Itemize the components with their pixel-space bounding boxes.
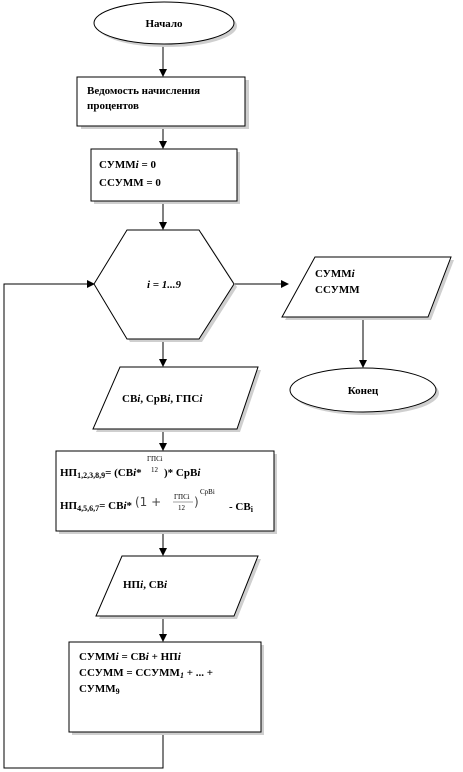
formula-1-12: 12 bbox=[151, 466, 159, 474]
loop-hexagon: i = 1...9 bbox=[93, 229, 237, 342]
formula-2-one: (1 + bbox=[135, 495, 161, 509]
arrow-loop-back bbox=[3, 280, 164, 769]
input-values: СВi, СрВi, ГПСi bbox=[122, 393, 203, 405]
formula-2-close: ) bbox=[194, 495, 199, 509]
init-process-box: СУММi = 0 ССУММ = 0 bbox=[90, 148, 240, 204]
output-parallelogram: НПi, СВi bbox=[95, 555, 261, 619]
formula-2-minus: - СВi bbox=[229, 501, 254, 514]
loop-label: i = 1...9 bbox=[147, 279, 182, 291]
statement-title-line1: Ведомость начисления bbox=[87, 85, 200, 97]
sum-line2: ССУММ = ССУММ1 + ... + bbox=[79, 667, 213, 680]
output-values: НПi, СВi bbox=[123, 579, 168, 591]
formula-2-exponent: СрВi bbox=[200, 488, 215, 496]
formula-1-gps: ГПСi bbox=[147, 455, 163, 463]
sum-process-box: СУММi = СВi + НПi ССУММ = ССУММ1 + ... +… bbox=[68, 641, 264, 735]
input-parallelogram: СВi, СрВi, ГПСi bbox=[92, 366, 261, 432]
formula-2: НП4,5,6,7= СВi* bbox=[60, 500, 133, 513]
sum-line1: СУММi = СВi + НПi bbox=[79, 651, 182, 663]
formula-2-12: 12 bbox=[178, 504, 186, 512]
result-output-parallelogram: СУММi ССУММ bbox=[281, 256, 454, 320]
end-label: Конец bbox=[348, 385, 379, 397]
result-line1: СУММi bbox=[315, 268, 356, 280]
start-label: Начало bbox=[145, 18, 183, 30]
formula-2-gps: ГПСi bbox=[174, 493, 190, 501]
sum-line3: СУММ9 bbox=[79, 683, 120, 696]
connectors bbox=[3, 44, 367, 769]
start-terminator: Начало bbox=[93, 1, 237, 47]
formula-1-tail: )* СрВi bbox=[164, 467, 201, 479]
result-line2: ССУММ bbox=[315, 284, 360, 296]
init-line2: ССУММ = 0 bbox=[99, 177, 161, 189]
formula-1: НП1,2,3,8,9= (СВi* bbox=[60, 467, 142, 480]
statement-process-box: Ведомость начисления процентов bbox=[76, 76, 249, 129]
init-line1: СУММi = 0 bbox=[99, 159, 156, 171]
statement-title-line2: процентов bbox=[87, 100, 139, 112]
end-terminator: Конец bbox=[289, 367, 439, 415]
formula-process-box: НП1,2,3,8,9= (СВi* ГПСi 12 )* СрВi НП4,5… bbox=[55, 450, 277, 534]
